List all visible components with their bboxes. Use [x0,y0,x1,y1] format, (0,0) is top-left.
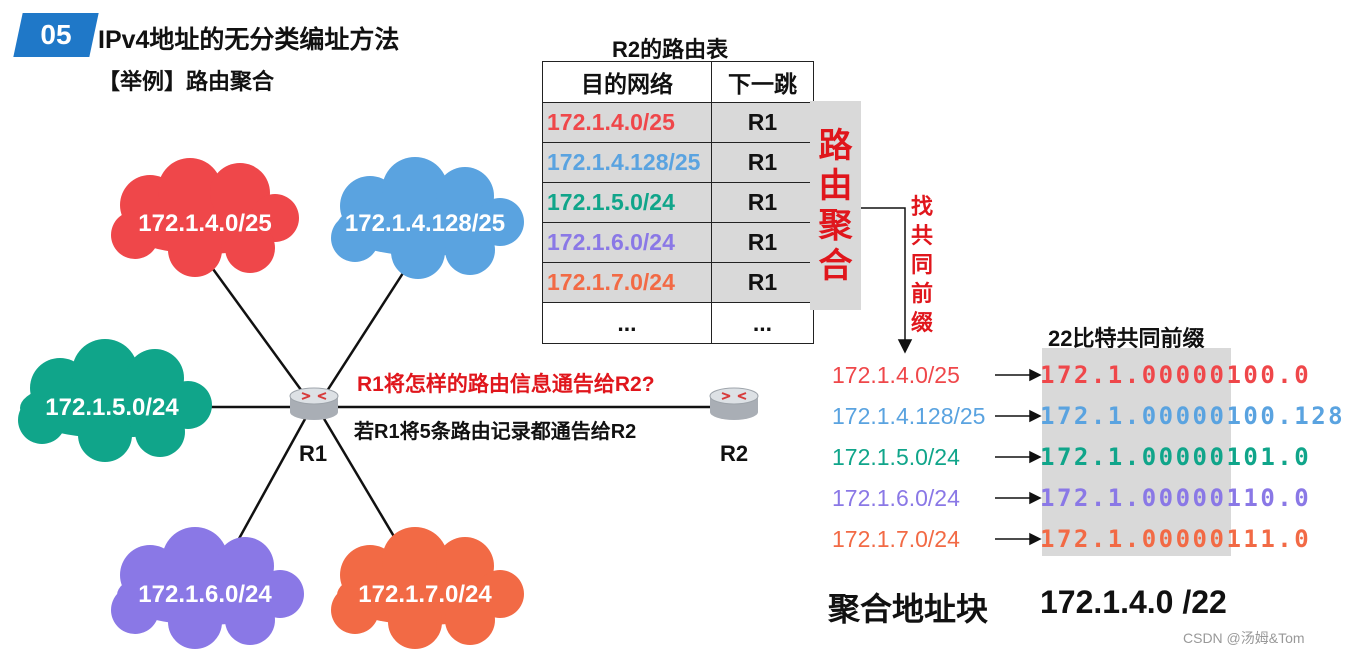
prefix-title: 22比特共同前缀 [1048,326,1205,351]
agg-char: 合 [818,246,853,285]
page-subtitle: 【举例】路由聚合 [98,69,275,94]
row-network: 172.1.6.0/24 [542,222,712,263]
binary-suffix: 00.0 [1243,361,1312,389]
binary-arrows [995,368,1042,546]
cloud-label-net5: 172.1.7.0/24 [358,581,492,608]
table-row: 172.1.6.0/24 R1 [542,222,814,263]
network-links [200,257,735,556]
agg-char: 由 [818,166,853,205]
header-next-hop: 下一跳 [711,61,814,103]
table-row: 172.1.4.0/25 R1 [542,102,814,143]
row-next-hop: R1 [711,142,814,183]
section-number: 05 [40,19,72,50]
binary-row: 172.1.00000101.0 [1040,443,1311,471]
cloud-label-net1: 172.1.4.0/25 [138,210,272,237]
cloud-net4 [111,527,304,649]
find-char: 缀 [910,310,933,335]
ellipsis-network: ... [542,302,712,344]
find-char: 共 [910,223,933,248]
link-r1-net5 [318,411,407,556]
page-title: IPv4地址的无分类编址方法 [98,26,400,54]
row-next-hop: R1 [711,262,814,303]
question-text: R1将怎样的路由信息通告给R2? [357,373,655,396]
common-prefix-highlight [1042,348,1231,556]
ellipsis-next-hop: ... [711,302,814,344]
summary-value: 172.1.4.0 /22 [1040,584,1227,620]
router-r1-icon [289,387,339,420]
binary-prefix: 172.1.000001 [1040,443,1244,471]
router-r2-icon [709,387,759,420]
cloud-net1 [111,158,299,277]
binary-suffix: 10.0 [1243,484,1312,512]
table-row: 172.1.5.0/24 R1 [542,182,814,223]
statement-text: 若R1将5条路由记录都通告给R2 [354,421,637,443]
table-row-ellipsis: ... ... [542,302,814,344]
table-row: 172.1.7.0/24 R1 [542,262,814,303]
header-destination: 目的网络 [542,61,712,103]
route-aggregation-label: 路 由 聚 合 [810,101,861,310]
row-network: 172.1.4.0/25 [542,102,712,143]
routing-table-header: 目的网络 下一跳 [542,61,814,103]
prefix-row-network: 172.1.6.0/24 [832,485,960,511]
cloud-net2 [331,157,524,279]
find-char: 找 [910,194,933,219]
binary-suffix: 11.0 [1243,525,1312,553]
find-char: 前 [910,281,933,306]
prefix-row-network: 172.1.4.128/25 [832,403,986,429]
prefix-row-network: 172.1.7.0/24 [832,526,960,552]
find-common-prefix-label: 找 共 同 前 缀 [907,192,937,337]
router-r1-label: R1 [299,441,328,466]
row-next-hop: R1 [711,182,814,223]
row-network: 172.1.4.128/25 [542,142,712,183]
binary-row: 172.1.00000110.0 [1040,484,1311,512]
binary-prefix: 172.1.000001 [1040,361,1244,389]
link-r1-net4 [228,409,312,556]
row-network: 172.1.5.0/24 [542,182,712,223]
prefix-row-network: 172.1.4.0/25 [832,362,960,388]
cloud-label-net2: 172.1.4.128/25 [344,210,506,237]
prefix-row-network: 172.1.5.0/24 [832,444,960,470]
cloud-net3 [18,339,212,462]
cloud-label-net4: 172.1.6.0/24 [138,581,272,608]
link-r1-net1 [203,257,314,406]
binary-prefix: 172.1.000001 [1040,525,1244,553]
binary-row: 172.1.00000100.0 [1040,361,1311,389]
row-next-hop: R1 [711,102,814,143]
find-char: 同 [910,252,933,277]
cloud-net5 [331,527,524,649]
table-row: 172.1.4.128/25 R1 [542,142,814,183]
aggregation-connector [861,207,913,354]
router-r2-label: R2 [720,441,749,466]
watermark: CSDN @汤姆&Tom [1183,630,1305,646]
binary-suffix: 01.0 [1243,443,1312,471]
routing-table-title: R2的路由表 [612,37,729,62]
binary-prefix: 172.1.000001 [1040,484,1244,512]
cloud-label-net3: 172.1.5.0/24 [45,394,179,421]
link-r1-net2 [316,269,407,406]
row-network: 172.1.7.0/24 [542,262,712,303]
row-next-hop: R1 [711,222,814,263]
binary-row: 172.1.00000100.128 [1040,402,1345,430]
agg-char: 路 [818,126,853,165]
binary-suffix: 00.128 [1243,402,1345,430]
routing-table: 目的网络 下一跳 172.1.4.0/25 R1 172.1.4.128/25 … [542,61,814,344]
binary-prefix: 172.1.000001 [1040,402,1244,430]
summary-label: 聚合地址块 [828,591,989,627]
binary-row: 172.1.00000111.0 [1040,525,1311,553]
agg-char: 聚 [818,206,853,245]
